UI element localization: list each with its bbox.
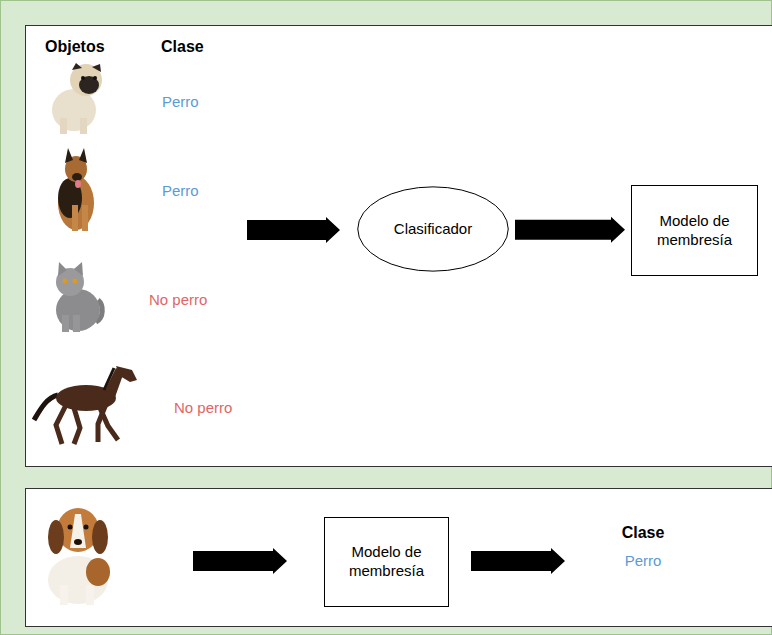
horse-picture	[34, 366, 137, 444]
objects-panel: ObjetosClasePerroPerroNo perroNo perroCl…	[25, 25, 772, 467]
prediction-panel: ClasePerro Modelo de membresía	[25, 488, 772, 627]
class-label: Perro	[162, 182, 199, 201]
model-box: Modelo de membresía	[631, 185, 758, 276]
output-arrow	[471, 548, 565, 574]
panel-ground	[25, 25, 772, 467]
beagle-picture	[48, 508, 110, 605]
input-arrow	[247, 217, 340, 243]
node-label: Clasificador	[388, 216, 478, 243]
input-arrow	[193, 548, 287, 574]
classifier-ellipse: Clasificador	[357, 186, 509, 272]
pug-picture	[52, 63, 102, 134]
model-box: Modelo de membresía	[324, 517, 449, 607]
panel-ground	[25, 488, 772, 627]
column-heading: Objetos	[45, 37, 105, 57]
shepherd-picture	[58, 148, 94, 231]
class-label: Perro	[162, 93, 199, 112]
class-label: No perro	[149, 291, 207, 310]
node-label: Modelo de membresía	[325, 539, 448, 585]
column-heading: Clase	[161, 37, 204, 57]
class-label: No perro	[174, 399, 232, 418]
cat-picture	[56, 262, 102, 332]
result-heading: Clase	[593, 523, 693, 543]
class-label: Perro	[593, 552, 693, 571]
node-label: Modelo de membresía	[632, 208, 757, 254]
flow-arrow	[515, 217, 625, 243]
